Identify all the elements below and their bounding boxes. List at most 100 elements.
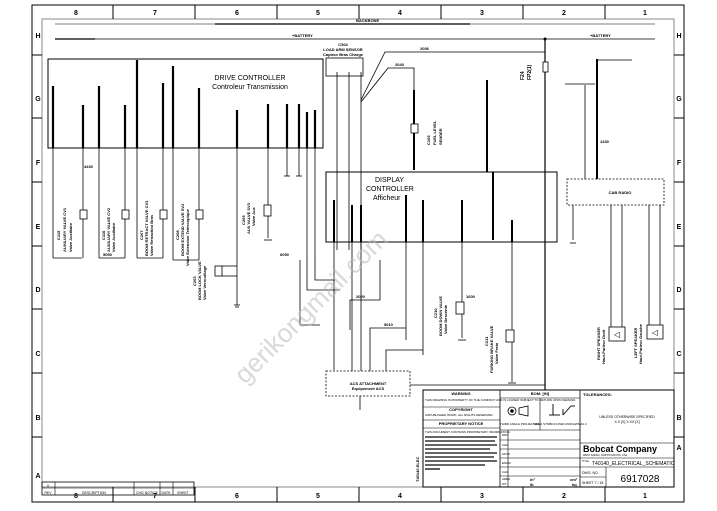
valve-c210-sub: Valve Descente [443,304,448,334]
warning-text: THIS DRAWING IS PROPERTY OF THE COMPANY … [425,398,576,402]
valve-c207: C207 BOOM RETRACT VALVE CV3 Valve Retrac… [139,200,168,256]
valve-c203-ref: C203 [192,276,197,286]
fuel-sender-line2: SENDER [438,128,443,145]
zone-col-2: 2 [562,10,566,17]
battery-bus: +BATTERY +BATTERY [55,33,655,41]
valve-c115: C115 AUXILIARY VALVE CV1 Valve Auxiliair… [56,207,88,252]
top-bus: BACKBONE [55,18,655,25]
zone-ticks-left [32,54,42,438]
wire-label-2040: 2040 [395,62,405,67]
display-controller: DISPLAY CONTROLLER Afficheur [325,171,558,243]
valve-c115-sub: Valve Auxiliaire [68,222,73,252]
zone-col-6-bottom: 6 [235,493,239,500]
zone-ticks-bottom [112,487,606,502]
wire-label-5050: 5050 [103,252,113,257]
valve-c209: C209 AUX VALVE SV3 Valve Aux [241,202,272,241]
valve-c207-name: BOOM RETRACT VALVE CV3 [144,200,149,256]
valve-c210-name: BOOM DOWN VALVE [438,296,443,336]
revision-block: 0 REV DESCRIPTION CHG NOTICE DATE SHEET [41,481,195,496]
speaker-wires [570,205,661,327]
fuse-f24: F24 FP2(1) [520,39,549,390]
projection-caption: THIRD ANGLE PROJECTION [500,422,540,426]
symbols-caption: WELD SYMBOLS PER ANSI/AWS A2.4 [533,422,586,426]
attachment-line2: Equipement ACS [352,386,385,391]
display-controller-line1: DISPLAY [375,177,404,184]
zone-col-2-bottom: 2 [562,493,566,500]
zone-col-8-bottom: 8 [74,493,78,500]
company-sub: WEST FARGO, NORTH DAKOTA, USA [583,454,628,457]
row-label-drn: DRN [502,433,509,437]
area-unit-right: cm² [570,477,578,482]
title-prefix: TITLE [582,460,589,463]
proprietary-title: PROPRIETARY NOTICE [439,421,484,426]
zone-col-7: 7 [153,10,157,17]
valve-c211-name: PARKING BRAKE VALVE [489,325,494,373]
attachment-line1: ACS ATTACHMENT [350,381,387,386]
zone-col-6: 6 [235,10,239,17]
speaker-icon-left: ◁ [652,328,659,337]
valve-c207-ref: C207 [139,230,144,240]
row-label-wt: WT [502,482,507,486]
left-speaker: ◁ LEFT SPEAKER Haut-Parleur Gauche [633,323,664,364]
valve-c209-sub: Valve Aux [251,206,256,226]
cab-radio-label: CAB RADIO [609,190,632,195]
valve-c211-ref: C211 [484,336,489,346]
valve-c211-sub: Valve Frein [494,342,499,364]
valve-c207-sub: Valve Retraction Bras [149,214,154,256]
display-controller-line2: CONTROLLER [366,186,414,193]
chg-notice-header: CHG NOTICE [136,491,159,495]
valve-c116-sub: Valve Auxiliaire [111,222,116,252]
ground-icon [234,175,302,308]
lower-wiring [299,242,545,386]
zone-col-7-bottom: 7 [153,493,157,500]
zone-col-8: 8 [74,10,78,17]
row-label-chk: CHK [502,443,508,447]
valve-c211: C211 PARKING BRAKE VALVE Valve Frein [484,325,516,384]
valve-c208: C208 BOOM EXTEND VALVE SV2 Valve Extensi… [175,203,204,266]
wire-label-2006: 2006 [420,46,430,51]
side-label: T40140 ELEC [415,457,420,482]
left-speaker-sub: Haut-Parleur Gauche [638,323,643,364]
cab-radio: CAB RADIO [566,178,665,206]
valve-c116-ref: C116 [101,230,106,240]
title-block: WARNING THIS DRAWING IS PROPERTY OF THE … [422,389,675,488]
battery-label-right: +BATTERY [590,33,611,38]
weight-unit-right: kg [572,482,577,487]
weld-symbol-icon [549,404,575,416]
zone-row-d-right: D [676,287,681,294]
description-header: DESCRIPTION [82,491,106,495]
zone-row-a-right: A [676,445,681,452]
scale-header: BOM: [IN] [531,391,550,396]
zone-row-d: D [35,287,40,294]
zone-row-a: A [35,473,40,480]
zone-row-e-right: E [677,224,682,231]
fuel-sender: C105 FUEL LEVEL SENDER [410,80,488,172]
fuel-sender-ref: C105 [426,135,431,145]
wire-label-5010: 5010 [384,322,394,327]
drawing-number: 6917028 [621,474,660,485]
third-angle-projection-icon [507,405,529,417]
load-sensor-ref: C304 [338,42,348,47]
top-bus-label: BACKBONE [356,18,379,23]
fine-print-lines [425,436,497,470]
right-speaker-name: RIGHT SPEAKER [596,327,601,360]
valve-c210-ref: C210 [433,308,438,318]
acs-attachment: ACS ATTACHMENT Equipement ACS [325,370,411,410]
zone-row-b: B [35,415,40,422]
valve-c203-name: BOOM LOCK VALVE [197,261,202,300]
drive-controller-title: DRIVE CONTROLLER [214,75,285,82]
row-label-apvd: APVD [502,452,511,456]
row-label-area: AREA [502,477,510,481]
zone-col-4: 4 [398,10,402,17]
right-speaker-sub: Haut-Parleur Droit [601,329,606,364]
valve-c208-name: BOOM EXTEND VALVE SV2 [180,203,185,256]
zone-row-g: G [35,96,41,103]
load-sensor-line1: LOAD ARM SENSOR [323,47,363,52]
valve-c209-ref: C209 [241,215,246,225]
wire-label-4430: 4430 [84,164,94,169]
drawing-title: T40140_ELECTRICAL_SCHEMATIC [592,461,675,467]
left-speaker-name: LEFT SPEAKER [633,327,638,358]
zone-row-g-right: G [676,96,682,103]
valve-c210: C210 BOOM DOWN VALVE Valve Descente [433,296,466,341]
outer-frame [31,4,685,503]
